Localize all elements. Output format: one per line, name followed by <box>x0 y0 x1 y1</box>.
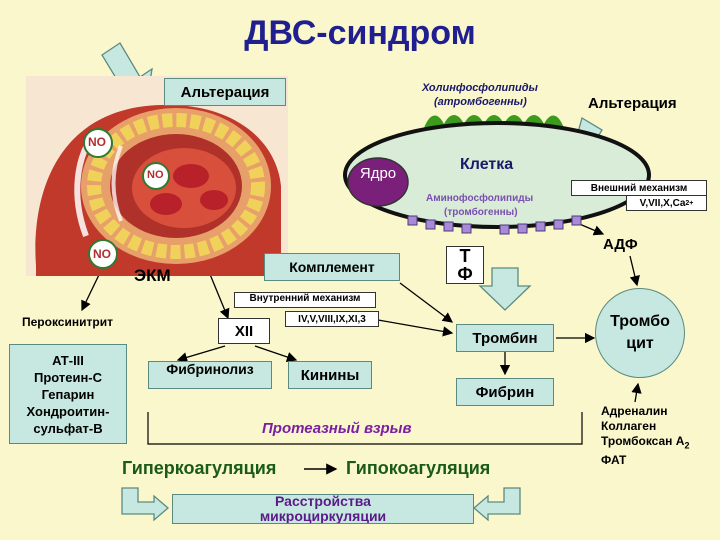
external-factors-label: V,VII,X,Ca <box>639 197 686 209</box>
ecm-label: ЭКМ <box>134 266 171 285</box>
nucleus <box>347 157 409 207</box>
thrombin-box: Тромбин <box>456 324 554 352</box>
activator-item: Адреналин <box>601 404 668 418</box>
choline-phospholipids-label: Холинфосфолипиды <box>422 82 538 94</box>
no-label: NO <box>147 169 164 181</box>
platelet-label: Тромбоцит <box>610 313 670 352</box>
fibrinolysis-label: Фибринолиз <box>166 361 254 377</box>
cell-label: Клетка <box>460 156 514 173</box>
membrane-dots <box>407 215 582 235</box>
cell-illustration <box>343 115 651 235</box>
anticoagulant-item: Хондроитин- <box>26 403 110 419</box>
vessel-illustration <box>26 76 288 276</box>
xii-to-fibrinolysis-arrow <box>176 345 226 363</box>
alteration-right-label: Альтерация <box>588 95 677 112</box>
hypercoagulation-label: Гиперкоагуляция <box>122 458 277 478</box>
peroxynitrite-label: Пероксинитрит <box>22 315 113 329</box>
aminophospholipids-label: Аминофосфолипиды <box>426 193 534 204</box>
no-bubble <box>142 162 170 190</box>
thromboxane-subscript: 2 <box>684 440 690 451</box>
anticoagulant-item: АТ-III <box>52 352 84 368</box>
protease-bracket <box>147 412 583 445</box>
no-label: NO <box>88 135 106 149</box>
fibrinolysis-box: Фибринолиз <box>148 361 272 389</box>
internal-mechanism-box: Внутренний механизм <box>234 292 376 308</box>
fibrin-box: Фибрин <box>456 378 554 406</box>
alteration-left-box: Альтерация <box>164 78 286 106</box>
microcirculation-box: Расстройства микроциркуляции <box>172 494 474 524</box>
xii-box: XII <box>218 318 270 344</box>
protease-burst-label: Протеазный взрыв <box>262 420 412 437</box>
activators-to-platelet-arrow <box>631 382 642 403</box>
activator-item: Коллаген <box>601 419 657 433</box>
hypo-to-micro-arrow <box>473 487 521 522</box>
calcium-superscript: 2+ <box>685 199 694 207</box>
atrombogenic-label: (атромбогенны) <box>434 96 527 108</box>
activator-item: Тромбоксан А2 <box>601 434 689 453</box>
nucleus-label: Ядро <box>359 165 397 182</box>
thrombogenic-label: (тромбогенны) <box>444 207 518 218</box>
anticoagulant-item: Протеин-С <box>33 369 103 385</box>
anticoagulants-box: АТ-III Протеин-С Гепарин Хондроитин- сул… <box>9 344 127 444</box>
cell-body <box>343 121 651 229</box>
platelet-circle: Тромбоцит <box>595 288 685 378</box>
external-mechanism-box: Внешний механизм <box>571 180 707 196</box>
tf-down-arrow <box>478 267 532 311</box>
internal-factors-box: IV,V,VIII,IX,XI,3 <box>285 311 379 327</box>
adp-label: АДФ <box>603 236 638 253</box>
platelet-activators-list: Адреналин Коллаген Тромбоксан А2 ФАТ <box>601 404 689 468</box>
hypocoagulation-label: Гипокоагуляция <box>346 458 491 478</box>
activator-item: ФАТ <box>601 453 627 468</box>
no-bubble <box>88 239 118 269</box>
hyper-to-micro-arrow <box>121 487 169 522</box>
microcirculation-label: Расстройства микроциркуляции <box>259 494 387 524</box>
complement-box: Комплемент <box>264 253 400 281</box>
tf-box: ТФ <box>446 246 484 284</box>
anticoagulant-item: Гепарин <box>41 386 95 402</box>
tf-label: ТФ <box>457 246 473 284</box>
adp-to-platelet-arrow <box>629 255 640 287</box>
complement-to-thrombin-arrow <box>399 282 454 323</box>
no-bubble <box>83 128 113 158</box>
internal-to-thrombin-arrow <box>377 319 454 337</box>
anticoagulant-item: сульфат-В <box>33 420 103 436</box>
xii-to-kinins-arrow <box>254 345 298 362</box>
activator-item-text: Тромбоксан А <box>601 434 685 448</box>
internal-mechanism-label: Внутренний механизм <box>249 293 361 304</box>
kinins-box: Кинины <box>288 361 372 389</box>
no-label: NO <box>93 247 111 261</box>
page-title: ДВС-синдром <box>244 14 476 52</box>
